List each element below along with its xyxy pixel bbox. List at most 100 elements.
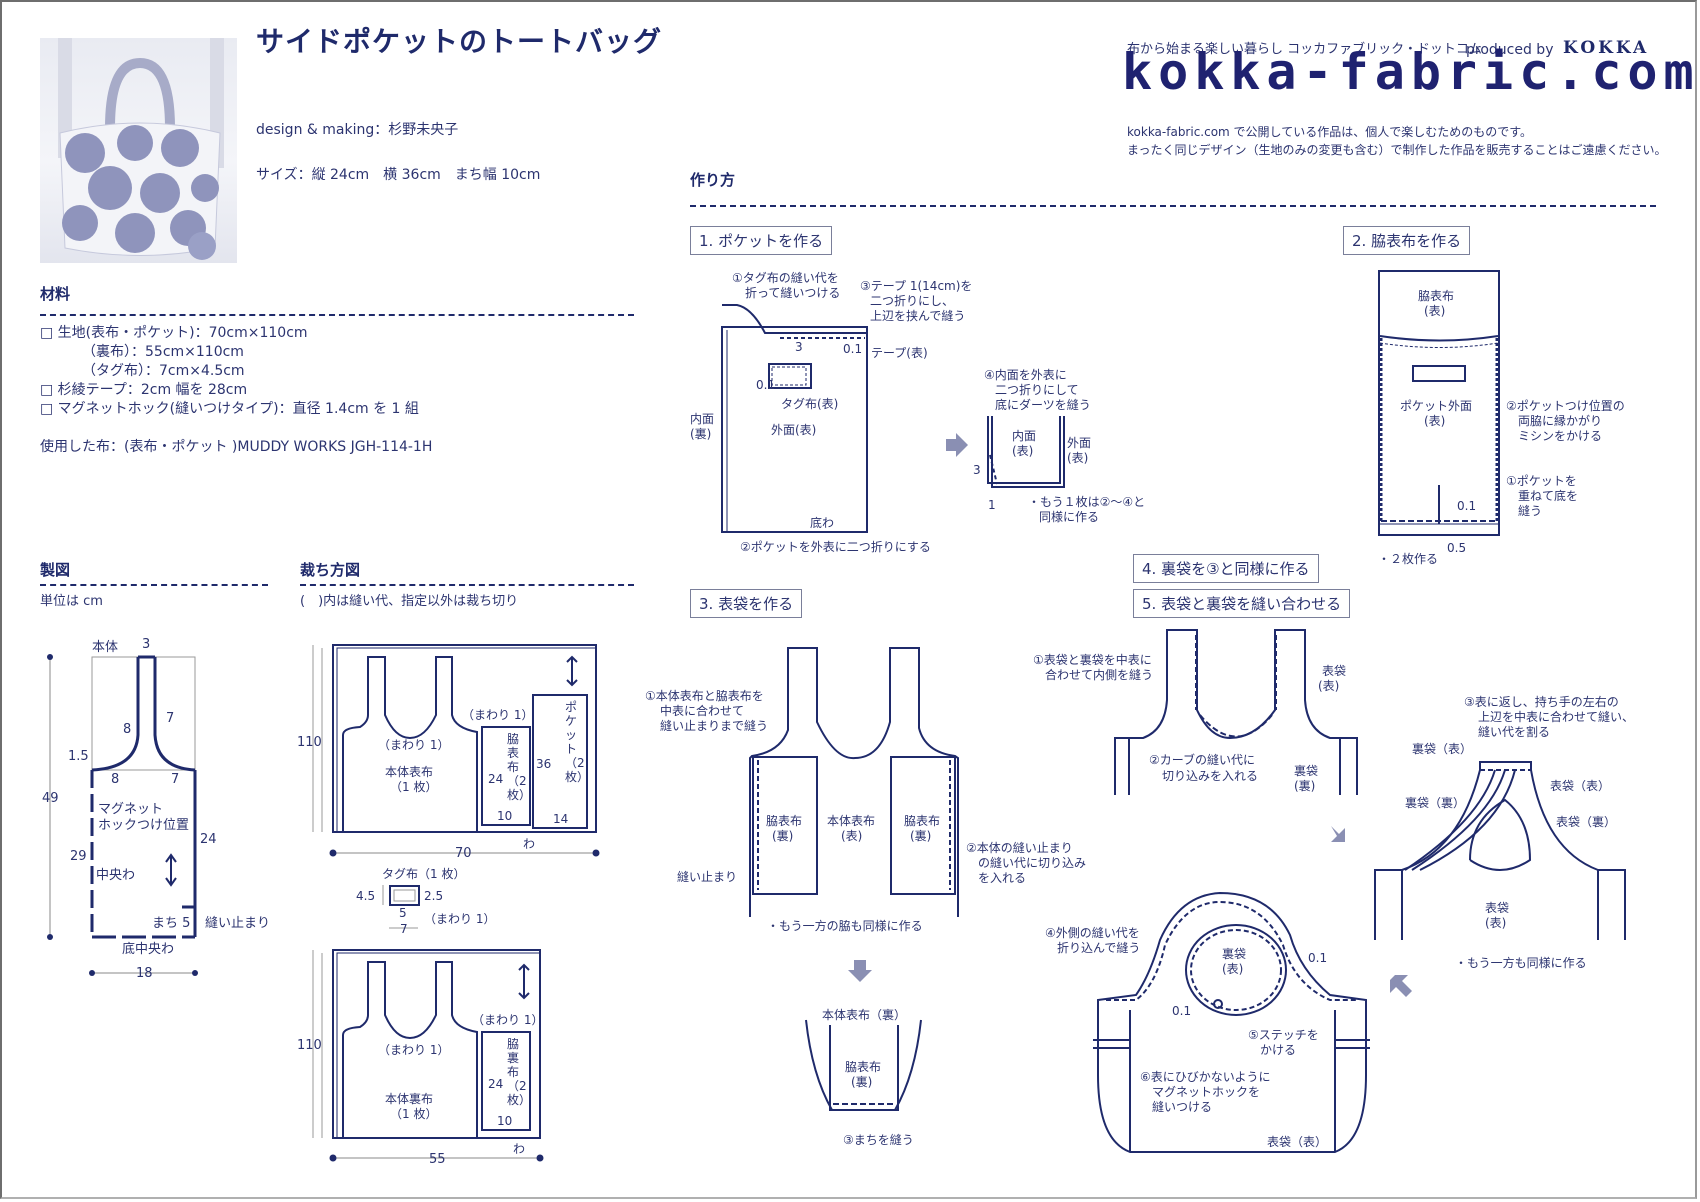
gusset-label: まち 5	[152, 916, 191, 931]
s1-note1a: ①タグ布の縫い代を	[732, 271, 839, 285]
step2-side-panel-drawing	[1378, 270, 1500, 536]
dim-width: 18	[136, 966, 153, 981]
cutting-layout-tag	[382, 885, 420, 929]
method-heading: 作り方	[690, 171, 736, 189]
s3-side-r-a: 脇表布	[904, 814, 941, 828]
step5-finished-bag-drawing	[1093, 891, 1370, 1153]
lining-seam-side: （まわり 1）	[472, 1013, 544, 1027]
cutting-divider	[300, 584, 634, 586]
step-1-title: 1. ポケットを作る	[690, 226, 833, 255]
lining-fold: わ	[513, 1142, 526, 1156]
cutting-layout-outer	[312, 644, 600, 857]
cutting-note: ( )内は縫い代、指定以外は裁ち切り	[300, 594, 519, 609]
magnet-label-2: ホックつけ位置	[98, 818, 190, 833]
outer-side-label: 脇表布（2枚）	[507, 732, 532, 802]
s5-final-label: 表袋（表）	[1267, 1135, 1328, 1149]
s5-note3c: 縫い代を割る	[1478, 725, 1551, 739]
outer-pocket-h: 36	[536, 757, 552, 771]
product-photo	[40, 38, 237, 263]
s1-note1b: 折って縫いつける	[745, 286, 841, 300]
dim-side-left: 29	[70, 849, 87, 864]
arrow-right-icon	[946, 433, 968, 457]
s1-note4c: 底にダーツを縫う	[995, 398, 1091, 412]
s2-note1a: ①ポケットを	[1506, 474, 1577, 488]
tagline: 布から始まる楽しい暮らし コッカファブリック・ドットコム	[1127, 42, 1482, 57]
s5-out-out: 表袋（表）	[1550, 779, 1611, 793]
s1-note4b: 二つ折りにして	[995, 383, 1079, 397]
bottom-fold-label: 底中央わ	[122, 942, 175, 957]
s3-b-side-a: 脇表布	[845, 1060, 882, 1074]
s2-pocket-a: ポケット外面	[1400, 399, 1473, 413]
step1-pocket-drawing	[721, 304, 1065, 533]
s5-lin-in: 裏袋（裏）	[1405, 796, 1466, 810]
s5-lining-top-a: 裏袋	[1222, 947, 1247, 961]
outer-body-label: 本体表布	[385, 765, 434, 779]
dim-curve-right-v: 7	[166, 711, 175, 726]
produced-by: produced by	[1466, 42, 1554, 58]
s2-note2b: 両脇に縁かがり	[1518, 414, 1603, 428]
s5-note3b: 上辺を中表に合わせて縫い、	[1478, 710, 1635, 724]
lining-side-label: 脇裏布（2枚）	[507, 1037, 532, 1107]
s1-note3a: ③テープ 1(14cm)を	[860, 279, 973, 293]
s5-dim-01a: 0.1	[1308, 951, 1328, 965]
s1-outer-label: 外面(表)	[771, 423, 817, 437]
dim-offset: 1.5	[68, 749, 89, 764]
s2-note2a: ②ポケットつけ位置の	[1506, 399, 1625, 413]
arrow-down-left-icon	[1390, 975, 1412, 997]
s5-note1b: 合わせて内側を縫う	[1045, 668, 1154, 682]
outer-width: 70	[455, 846, 472, 861]
s1-tape-label: テープ(表)	[871, 346, 928, 360]
outer-seam-body: （まわり 1）	[378, 738, 450, 752]
outer-height: 110	[297, 735, 322, 750]
materials-heading: 材料	[40, 285, 71, 303]
tag-seam: （まわり 1）	[424, 912, 496, 926]
s2-pocket-b: (表)	[1424, 414, 1446, 428]
arrow-down-right-icon	[1331, 826, 1345, 842]
bag-size: サイズ：縦 24cm 横 36cm まち幅 10cm	[256, 167, 541, 183]
s1-bottom-fold: 底わ	[810, 516, 835, 530]
lining-side-w: 10	[497, 1114, 513, 1128]
s3-note2b: の縫い代に切り込み	[978, 856, 1087, 870]
s1-in-a: 内面	[1012, 429, 1037, 443]
s1-dim-01a: 0.1	[843, 342, 863, 356]
center-fold-label: 中央わ	[96, 868, 136, 883]
material-item: （裏布）：55cm×110cm	[82, 344, 244, 360]
tag-h: 4.5	[356, 889, 376, 903]
s5-lining-a: 裏袋	[1294, 764, 1319, 778]
step-4-title: 4. 裏袋を③と同様に作る	[1133, 554, 1319, 583]
s5-dim-01b: 0.1	[1172, 1004, 1192, 1018]
cutting-heading: 裁ち方図	[300, 561, 361, 579]
s1-tag-label: タグ布(表)	[781, 397, 839, 411]
s3-note2c: を入れる	[978, 871, 1027, 885]
dim-curve-left-h: 8	[111, 772, 120, 787]
s2-dim-05: 0.5	[1447, 541, 1467, 555]
kokka-brand-logo: KOKKA	[1563, 38, 1650, 58]
lining-body-label: 本体裏布	[385, 1092, 434, 1106]
s3-side-l-a: 脇表布	[766, 814, 803, 828]
tag-inner-w: 5	[399, 906, 407, 920]
s5-note3a: ③表に返し、持ち手の左右の	[1464, 695, 1619, 709]
s3-side-l-b: (裏)	[772, 829, 794, 843]
s5-out-in: 表袋（裏）	[1556, 815, 1617, 829]
s3-note1a: ①本体表布と脇表布を	[645, 689, 764, 703]
outer-side-h: 24	[488, 772, 504, 786]
s3-side-r-b: (裏)	[910, 829, 932, 843]
tag-w: 7	[400, 922, 408, 936]
dim-strap-width: 3	[142, 637, 151, 652]
tag-label: タグ布（1 枚）	[382, 867, 466, 881]
s5-lin-out: 裏袋（表）	[1412, 742, 1473, 756]
s1-dim-01b: 0.1	[756, 378, 776, 392]
s5-note6b: マグネットホックを	[1152, 1085, 1261, 1099]
s3-body-b: (表)	[841, 829, 863, 843]
material-item: □ 杉綾テープ：2cm 幅を 28cm	[40, 382, 248, 398]
fabric-used: 使用した布：(表布・ポケット )MUDDY WORKS JGH-114-1H	[40, 439, 433, 455]
s2-note1b: 重ねて底を	[1518, 489, 1579, 503]
s2-make2: ・２枚作る	[1378, 552, 1439, 566]
s5-note5a: ⑤ステッチを	[1248, 1028, 1319, 1042]
s5-bag-b: (表)	[1485, 916, 1507, 930]
s5-note4b: 折り込んで縫う	[1057, 941, 1141, 955]
s2-top-a: 脇表布	[1418, 289, 1455, 303]
pattern-heading: 製図	[40, 561, 71, 579]
step-3-title: 3. 表袋を作る	[690, 589, 803, 618]
cutting-layout-lining	[312, 949, 544, 1162]
